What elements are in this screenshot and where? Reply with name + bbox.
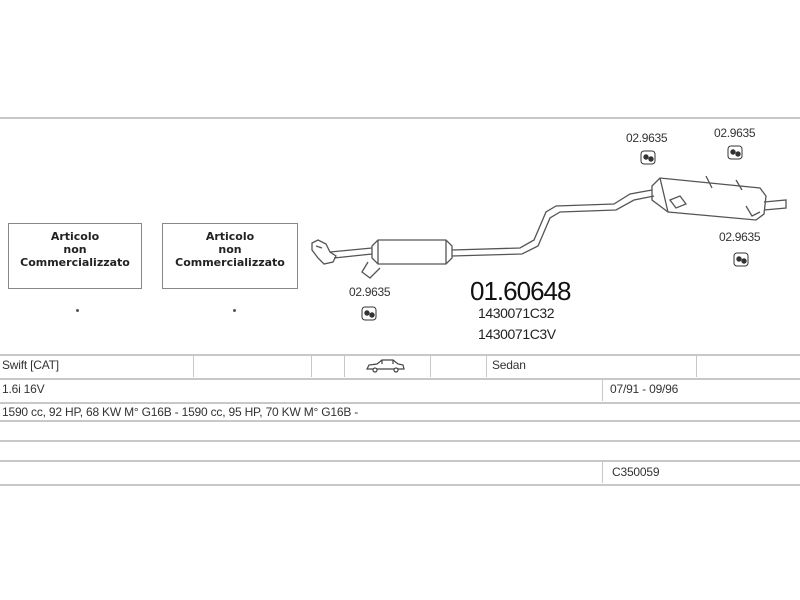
- hanger-code-top-right: 02.9635: [714, 126, 756, 140]
- car-sedan-icon: [366, 359, 405, 373]
- box-right-line-2: non: [218, 243, 242, 256]
- table-rule-4: [0, 420, 800, 422]
- table-rule-5: [0, 440, 800, 442]
- box-right-line-3: Commercializzato: [175, 256, 285, 269]
- hanger-code-top-left: 02.9635: [626, 131, 668, 145]
- main-part-code: 01.60648: [470, 276, 571, 306]
- col-sep-6: [696, 355, 697, 377]
- years-cell: 07/91 - 09/96: [610, 382, 679, 396]
- front-flange: [311, 239, 337, 265]
- col-sep-3: [344, 355, 345, 377]
- table-rule-6: [0, 460, 800, 462]
- box-left-dot: [76, 309, 79, 312]
- rear-hook-1: [705, 175, 713, 189]
- col-sep-1: [193, 355, 194, 377]
- oem-code-2: 1430071C3V: [478, 326, 556, 342]
- body-type-cell: Sedan: [492, 358, 526, 372]
- rear-hook-2: [735, 179, 743, 191]
- ref-code-cell: C350059: [612, 465, 660, 479]
- table-rule-2: [0, 378, 800, 380]
- top-rule: [0, 117, 800, 119]
- table-rule-3: [0, 402, 800, 404]
- rear-seam: [659, 177, 669, 213]
- table-rule-1: [0, 354, 800, 356]
- col-sep-8: [602, 461, 603, 483]
- middle-silencer: [371, 239, 453, 265]
- col-sep-4: [430, 355, 431, 377]
- col-sep-5: [486, 355, 487, 377]
- hanger-code-bottom-left: 02.9635: [349, 285, 391, 299]
- box-right-line-1: Articolo: [205, 230, 255, 243]
- mid-pipe-upper: [451, 189, 653, 251]
- hanger-code-right: 02.9635: [719, 230, 761, 244]
- engine-cell: 1.6i 16V: [2, 382, 45, 396]
- flange-detail: [315, 245, 323, 249]
- col-sep-7: [602, 379, 603, 401]
- mid-bracket: [361, 261, 381, 279]
- not-available-box-right: Articolo non Commercializzato: [162, 223, 298, 289]
- oem-code-1: 1430071C32: [478, 305, 555, 321]
- rear-mount-ring: [668, 195, 688, 209]
- rubber-hanger-icon: [361, 306, 377, 321]
- box-left-line-3: Commercializzato: [20, 256, 130, 269]
- box-right-dot: [233, 309, 236, 312]
- front-pipe-lower: [333, 253, 373, 259]
- rubber-hanger-icon: [733, 252, 749, 267]
- mid-pipe-lower: [451, 195, 655, 257]
- box-left-line-1: Articolo: [50, 230, 100, 243]
- rubber-hanger-icon: [640, 150, 656, 165]
- rear-hook-3: [745, 205, 761, 217]
- rubber-hanger-icons: [361, 145, 749, 321]
- tail-pipe: [763, 199, 787, 211]
- box-left-line-2: non: [63, 243, 87, 256]
- front-pipe-upper: [329, 247, 373, 253]
- col-sep-2: [311, 355, 312, 377]
- model-cell: Swift [CAT]: [2, 358, 59, 372]
- rubber-hanger-icon: [727, 145, 743, 160]
- not-available-box-left: Articolo non Commercializzato: [8, 223, 142, 289]
- rear-silencer: [651, 177, 767, 221]
- specs-cell: 1590 cc, 92 HP, 68 KW M° G16B - 1590 cc,…: [2, 405, 359, 419]
- table-rule-7: [0, 484, 800, 486]
